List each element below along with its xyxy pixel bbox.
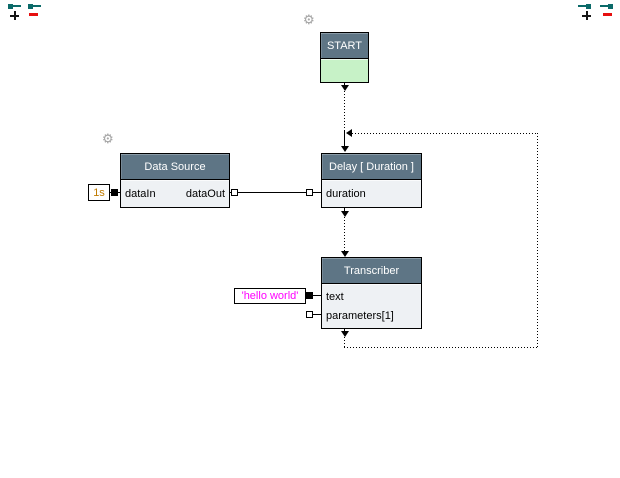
top-left-remove-control[interactable] [28, 4, 41, 21]
arrowhead-down [341, 331, 349, 337]
edge-start-delay-dotted [344, 91, 345, 131]
port-label-parameters: parameters[1] [326, 309, 394, 322]
minus-icon [603, 13, 612, 16]
edge-delay-transcriber-dotted [344, 217, 345, 251]
edge-parameters-stub [313, 314, 321, 315]
input-value-1s[interactable]: 1s [88, 184, 110, 201]
plus-icon [10, 11, 19, 20]
node-transcriber-title: Transcriber [322, 258, 421, 284]
port-label-dataout: dataOut [185, 187, 225, 200]
arrowhead-down [341, 251, 349, 257]
node-data-source[interactable]: Data Source dataIn dataOut [120, 153, 230, 208]
node-data-source-title: Data Source [121, 154, 229, 180]
edge-transcriber-out-stub [344, 329, 345, 332]
feedback-loop-left-drop [344, 337, 345, 347]
port-label-duration: duration [326, 187, 366, 200]
node-start-body [321, 59, 368, 82]
port-label-datain: dataIn [125, 187, 156, 200]
edge-junction-delay [344, 131, 345, 147]
node-delay[interactable]: Delay [ Duration ] duration [321, 153, 422, 208]
feedback-loop-right [537, 133, 538, 348]
node-transcriber[interactable]: Transcriber text parameters[1] [321, 257, 422, 329]
port-duration[interactable] [306, 189, 313, 196]
flag-icon [8, 4, 21, 9]
top-right-add-control[interactable] [578, 4, 591, 21]
plus-icon [582, 11, 591, 20]
top-right-remove-control[interactable] [600, 4, 613, 21]
arrowhead-left [346, 129, 352, 137]
port-text[interactable] [306, 292, 313, 299]
feedback-loop-top [352, 133, 538, 134]
feedback-loop-bottom [344, 347, 538, 348]
node-start[interactable]: START [320, 32, 369, 83]
edge-dataout-duration [229, 192, 321, 193]
input-value-hello-world[interactable]: 'hello world' [234, 288, 306, 304]
port-label-text: text [326, 290, 344, 303]
edge-delay-transcriber-stub [344, 208, 345, 212]
node-start-title: START [321, 33, 368, 59]
arrowhead-down [341, 211, 349, 217]
port-datain[interactable] [111, 189, 118, 196]
gear-icon-start[interactable]: ⚙ [303, 12, 315, 27]
edge-hello-text [305, 295, 321, 296]
arrowhead-down [341, 85, 349, 91]
flag-icon [600, 4, 613, 9]
arrowhead-down [341, 146, 349, 152]
edge-start-delay-stub [344, 82, 345, 86]
port-parameters[interactable] [306, 311, 313, 318]
top-left-add-control[interactable] [8, 4, 21, 21]
node-delay-title: Delay [ Duration ] [322, 154, 421, 180]
port-dataout[interactable] [231, 189, 238, 196]
gear-icon-data-source[interactable]: ⚙ [102, 131, 114, 146]
minus-icon [29, 13, 38, 16]
flag-icon [578, 4, 591, 9]
flag-icon [28, 4, 41, 9]
